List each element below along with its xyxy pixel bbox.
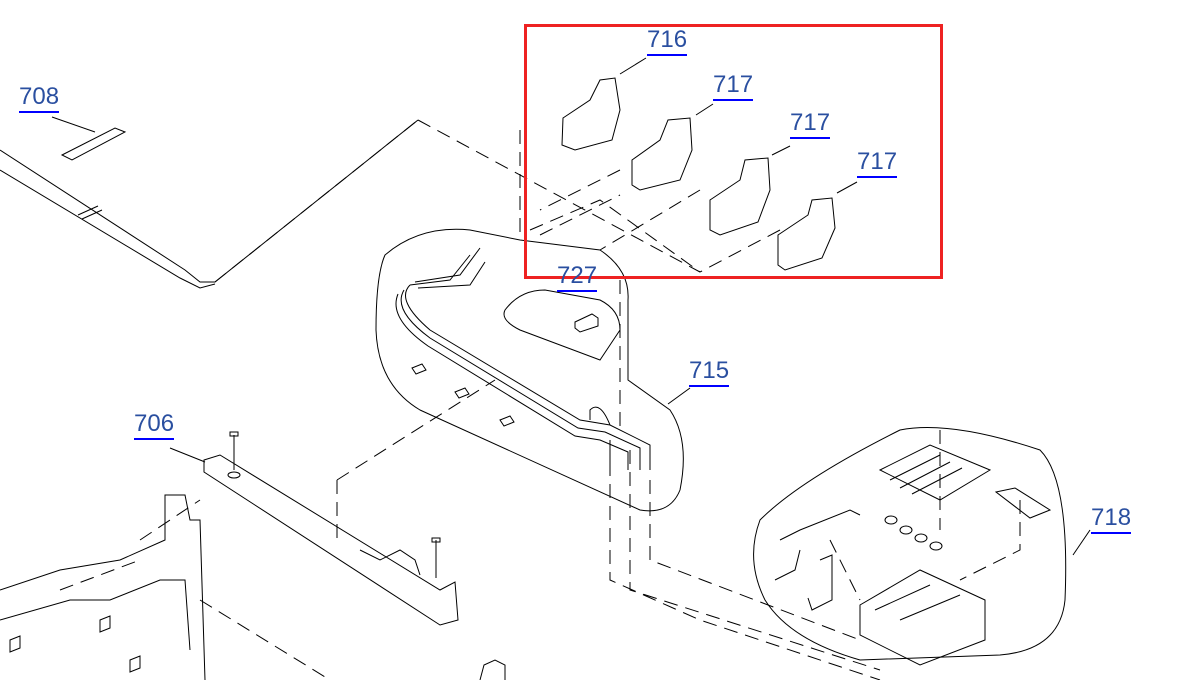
callout-706[interactable]: 706 xyxy=(134,412,175,440)
part-727 xyxy=(574,313,599,333)
part-708-flat-cable xyxy=(0,116,419,289)
part-706-rail xyxy=(169,431,459,626)
callout-717[interactable]: 717 xyxy=(857,150,898,178)
assembly-lines xyxy=(59,119,1021,680)
part-716-717-holders xyxy=(561,57,858,271)
leader-715 xyxy=(667,387,691,405)
callout-716[interactable]: 716 xyxy=(647,28,688,56)
part-715-ink-tubes xyxy=(395,247,651,470)
callout-717[interactable]: 717 xyxy=(790,111,831,139)
callout-708[interactable]: 708 xyxy=(19,85,60,113)
callout-718[interactable]: 718 xyxy=(1091,506,1132,534)
highlight-box xyxy=(524,24,943,279)
part-frame xyxy=(0,494,506,680)
callout-717[interactable]: 717 xyxy=(713,73,754,101)
callout-727[interactable]: 727 xyxy=(557,264,598,292)
callout-715[interactable]: 715 xyxy=(689,359,730,387)
part-718-assembly xyxy=(774,444,1091,666)
